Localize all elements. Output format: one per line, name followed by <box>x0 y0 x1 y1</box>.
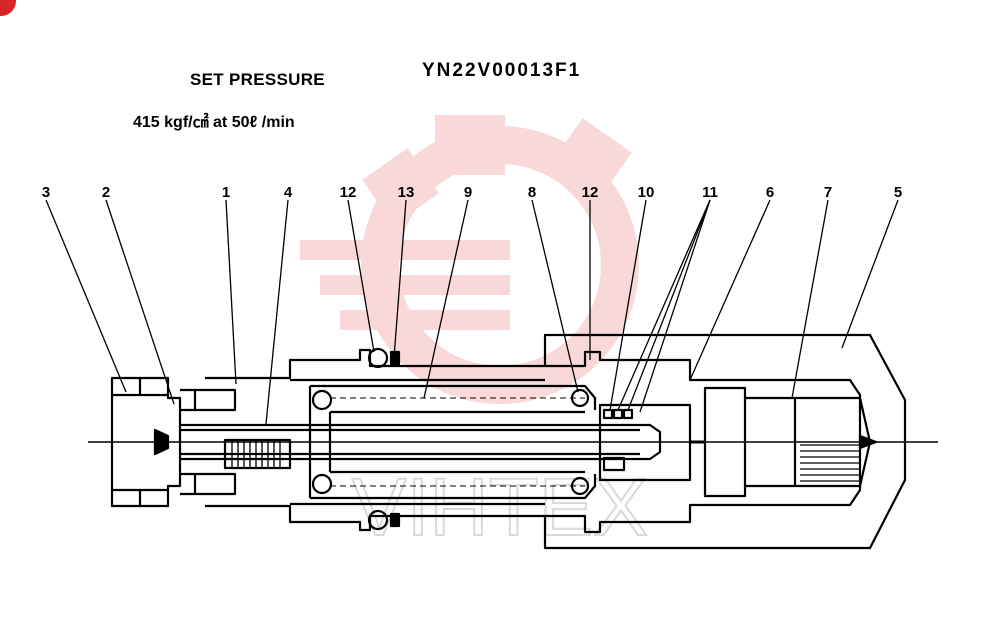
callout-label: 9 <box>464 184 472 201</box>
poppet-seat <box>598 403 692 482</box>
seal-ring-middle <box>612 408 624 420</box>
o-ring-upper-left <box>311 389 333 411</box>
callout-label: 3 <box>42 184 50 201</box>
callout-label: 5 <box>894 184 902 201</box>
callout-label: 7 <box>824 184 832 201</box>
watermark-text: VIHTEX <box>352 462 648 553</box>
seal-ring-lower <box>622 408 634 420</box>
spring-chamber <box>310 384 597 500</box>
valve-housing <box>205 333 907 550</box>
watermark-logo <box>300 115 639 404</box>
callout-label: 6 <box>766 184 774 201</box>
adjusting-stem <box>180 423 662 461</box>
callout-label: 13 <box>398 184 415 201</box>
callout-labels: 3 2 1 4 12 13 9 8 12 10 11 6 7 5 <box>42 184 902 201</box>
leader-lines <box>45 199 899 425</box>
o-ring-upper-right <box>570 388 590 408</box>
o-ring-lower-right <box>570 476 590 496</box>
o-ring-outer-top <box>367 347 389 369</box>
o-ring-lower-left <box>311 473 333 495</box>
set-pressure-label: SET PRESSURE <box>190 70 325 89</box>
pressure-value: 415 kgf/㎠ at 50ℓ /min <box>133 114 295 131</box>
seal-ring-upper <box>602 408 614 420</box>
callout-label: 11 <box>702 184 718 201</box>
callout-label: 10 <box>638 184 655 201</box>
callout-label: 1 <box>222 184 230 201</box>
callout-label: 8 <box>528 184 536 201</box>
main-poppet <box>703 386 872 498</box>
callout-label: 12 <box>582 184 599 201</box>
lock-nut <box>180 388 237 496</box>
callout-label: 12 <box>340 184 357 201</box>
callout-label: 4 <box>284 184 293 201</box>
o-ring-outer-bottom <box>367 509 389 531</box>
part-code: YN22V00013F1 <box>422 60 582 81</box>
callout-label: 2 <box>102 184 110 201</box>
